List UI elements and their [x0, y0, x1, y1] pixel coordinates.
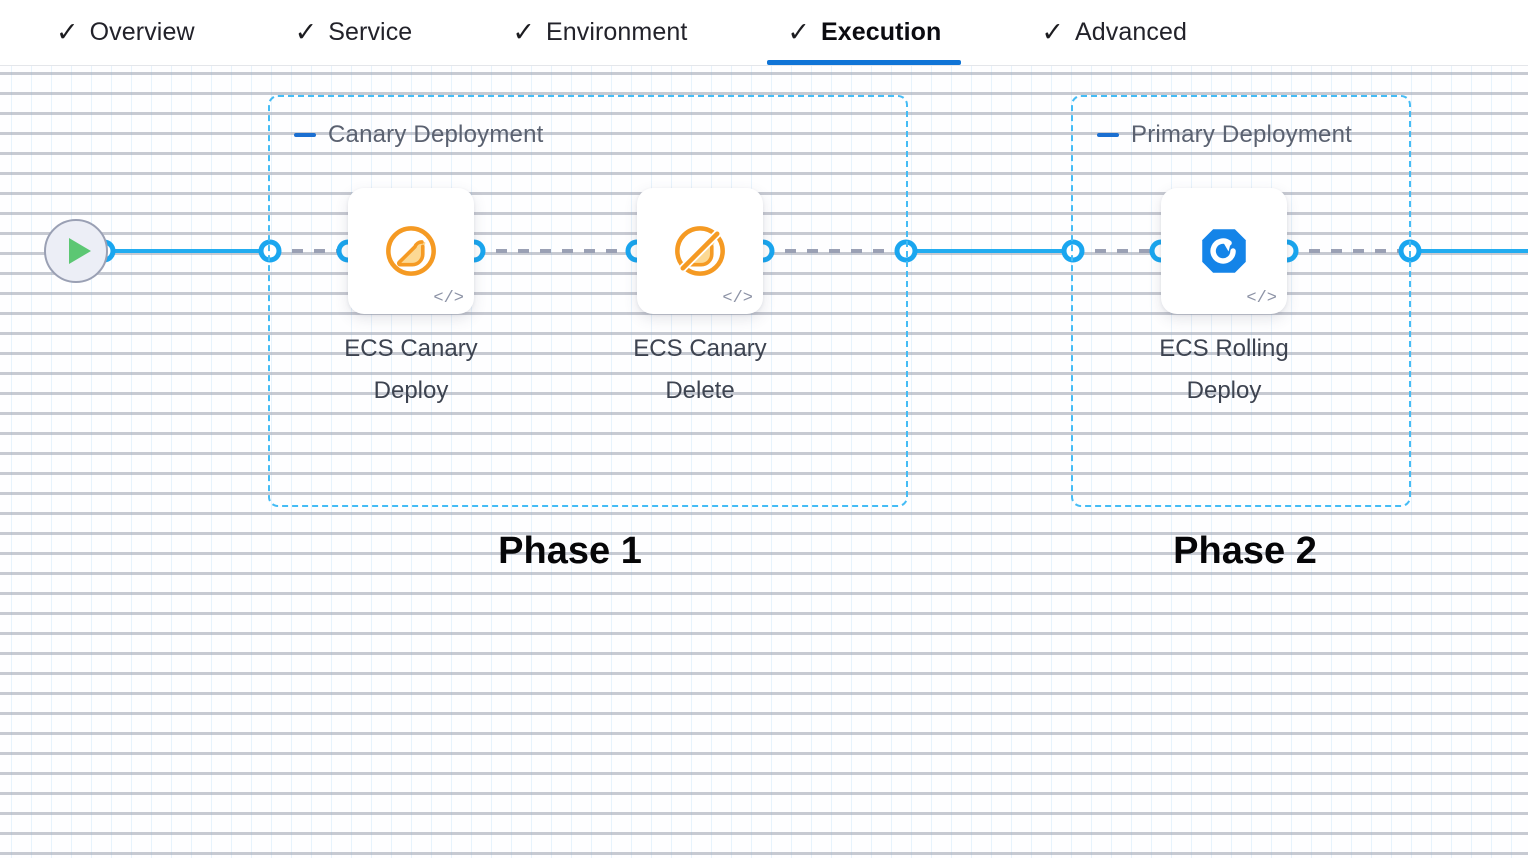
canary-bird-icon: [386, 226, 436, 276]
ecs-rolling-hexagon-icon: [1202, 229, 1246, 273]
tab-service[interactable]: ✓ Service: [273, 0, 435, 65]
group-header[interactable]: Canary Deployment: [294, 121, 544, 149]
group-header[interactable]: Primary Deployment: [1097, 121, 1352, 149]
check-icon: ✓: [787, 17, 811, 47]
tab-advanced[interactable]: ✓ Advanced: [1019, 0, 1209, 65]
group-title: Primary Deployment: [1131, 121, 1352, 148]
phase-caption-1: Phase 1: [498, 530, 642, 572]
step-label-ecs-canary-delete: ECS Canary Delete: [633, 335, 767, 404]
pipeline-start-node[interactable]: [44, 219, 108, 283]
minus-icon[interactable]: [1097, 133, 1119, 137]
tab-label: Execution: [821, 18, 942, 46]
tab-label: Environment: [545, 18, 688, 46]
step-label-ecs-canary-deploy: ECS Canary Deploy: [344, 335, 478, 404]
canary-bird-delete-icon: [675, 226, 725, 276]
pipeline-canvas[interactable]: Canary Deployment Primary Deployment </>…: [0, 66, 1528, 858]
tab-environment[interactable]: ✓ Environment: [490, 0, 709, 65]
check-icon: ✓: [512, 17, 535, 47]
check-icon: ✓: [294, 17, 318, 47]
tab-label: Service: [328, 18, 413, 46]
step-label-ecs-rolling-deploy: ECS Rolling Deploy: [1159, 335, 1289, 404]
tab-label: Advanced: [1075, 18, 1188, 46]
wizard-tab-bar: ✓ Overview ✓ Service ✓ Environment ✓ Exe…: [0, 0, 1528, 66]
tab-overview[interactable]: ✓ Overview: [34, 0, 217, 65]
group-title: Canary Deployment: [328, 121, 544, 148]
group-canary-deployment[interactable]: Canary Deployment: [268, 95, 908, 507]
play-icon: [68, 238, 91, 264]
check-icon: ✓: [56, 17, 79, 47]
step-ecs-canary-delete[interactable]: </>: [637, 188, 763, 314]
phase-caption-2: Phase 2: [1173, 530, 1317, 572]
code-badge-icon[interactable]: </>: [1246, 289, 1277, 308]
check-icon: ✓: [1041, 17, 1065, 47]
step-ecs-rolling-deploy[interactable]: </>: [1161, 188, 1287, 314]
step-ecs-canary-deploy[interactable]: </>: [348, 188, 474, 314]
code-badge-icon[interactable]: </>: [433, 289, 464, 308]
tab-execution[interactable]: ✓ Execution: [765, 0, 963, 65]
group-primary-deployment[interactable]: Primary Deployment: [1071, 95, 1411, 507]
minus-icon[interactable]: [294, 133, 316, 137]
tab-label: Overview: [89, 18, 195, 46]
code-badge-icon[interactable]: </>: [722, 289, 753, 308]
